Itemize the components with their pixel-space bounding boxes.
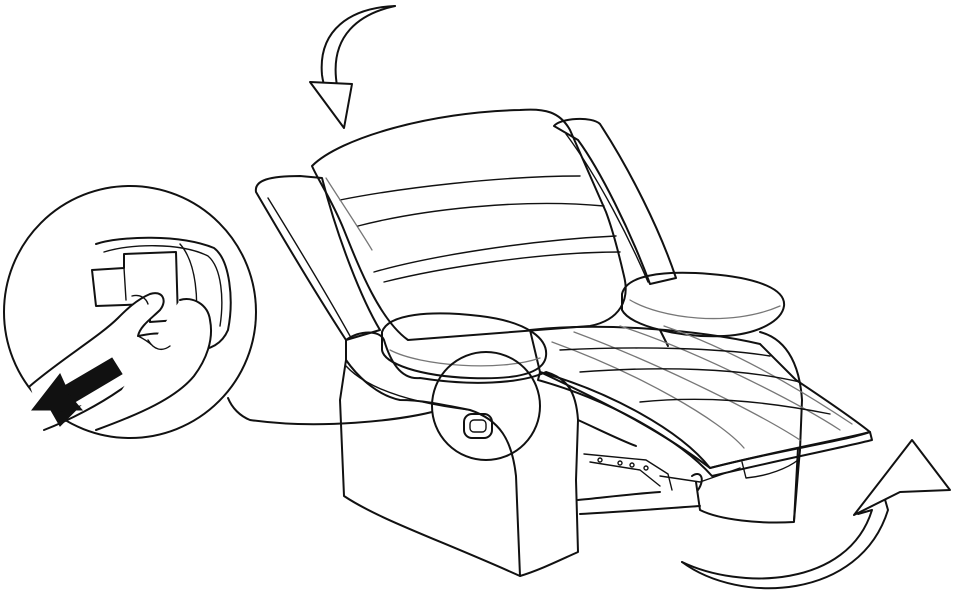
arrow-down-left-icon	[30, 357, 123, 427]
callout-connector	[227, 397, 433, 426]
curved-arrow-down-icon	[309, 5, 396, 129]
curved-arrow-up-icon	[681, 439, 951, 590]
release-button-icon	[463, 413, 493, 439]
magnifier-callout-icon	[431, 351, 541, 461]
recliner-chair	[254, 108, 873, 577]
